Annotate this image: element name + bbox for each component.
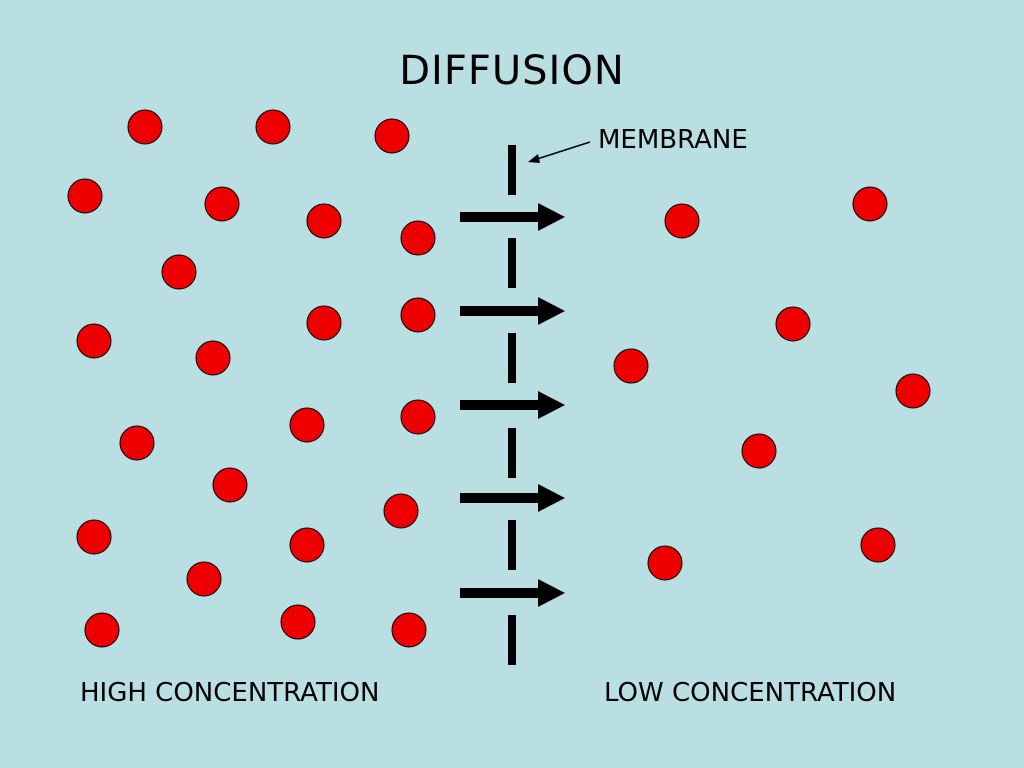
particle-high <box>306 305 342 341</box>
particle-low <box>895 373 931 409</box>
particle-low <box>860 527 896 563</box>
membrane-segment <box>508 145 516 195</box>
particle-high <box>186 561 222 597</box>
particle-low <box>775 306 811 342</box>
particle-high <box>374 118 410 154</box>
slide-title: DIFFUSION <box>399 48 625 94</box>
particle-high <box>289 407 325 443</box>
particle-high <box>161 254 197 290</box>
membrane-segment <box>508 520 516 570</box>
membrane-label: MEMBRANE <box>598 125 748 155</box>
particle-high <box>119 425 155 461</box>
particle-high <box>212 467 248 503</box>
particle-high <box>400 220 436 256</box>
particle-high <box>255 109 291 145</box>
membrane-segment <box>508 615 516 665</box>
particle-high <box>289 527 325 563</box>
high-concentration-label: HIGH CONCENTRATION <box>80 678 380 708</box>
particle-high <box>306 203 342 239</box>
membrane-pointer <box>528 141 591 163</box>
membrane-segment <box>508 238 516 288</box>
particle-low <box>852 186 888 222</box>
membrane <box>508 145 516 665</box>
membrane-segment <box>508 333 516 383</box>
low-concentration-label: LOW CONCENTRATION <box>604 678 897 708</box>
diffusion-arrow <box>460 579 565 607</box>
diffusion-arrow <box>460 484 565 512</box>
particle-high <box>67 178 103 214</box>
high-concentration-particles <box>67 109 436 648</box>
particle-high <box>280 604 316 640</box>
particle-high <box>383 493 419 529</box>
particle-high <box>127 109 163 145</box>
particle-low <box>664 203 700 239</box>
membrane-segment <box>508 428 516 478</box>
diffusion-arrow <box>460 391 565 419</box>
particle-high <box>76 323 112 359</box>
particle-high <box>84 612 120 648</box>
diffusion-arrow <box>460 297 565 325</box>
particle-high <box>400 297 436 333</box>
particle-low <box>741 433 777 469</box>
particle-low <box>613 348 649 384</box>
particle-low <box>647 545 683 581</box>
particle-high <box>391 612 427 648</box>
low-concentration-particles <box>613 186 931 581</box>
particle-high <box>76 519 112 555</box>
diffusion-arrows <box>460 203 565 607</box>
particle-high <box>195 340 231 376</box>
particle-high <box>204 186 240 222</box>
diffusion-arrow <box>460 203 565 231</box>
particle-high <box>400 399 436 435</box>
